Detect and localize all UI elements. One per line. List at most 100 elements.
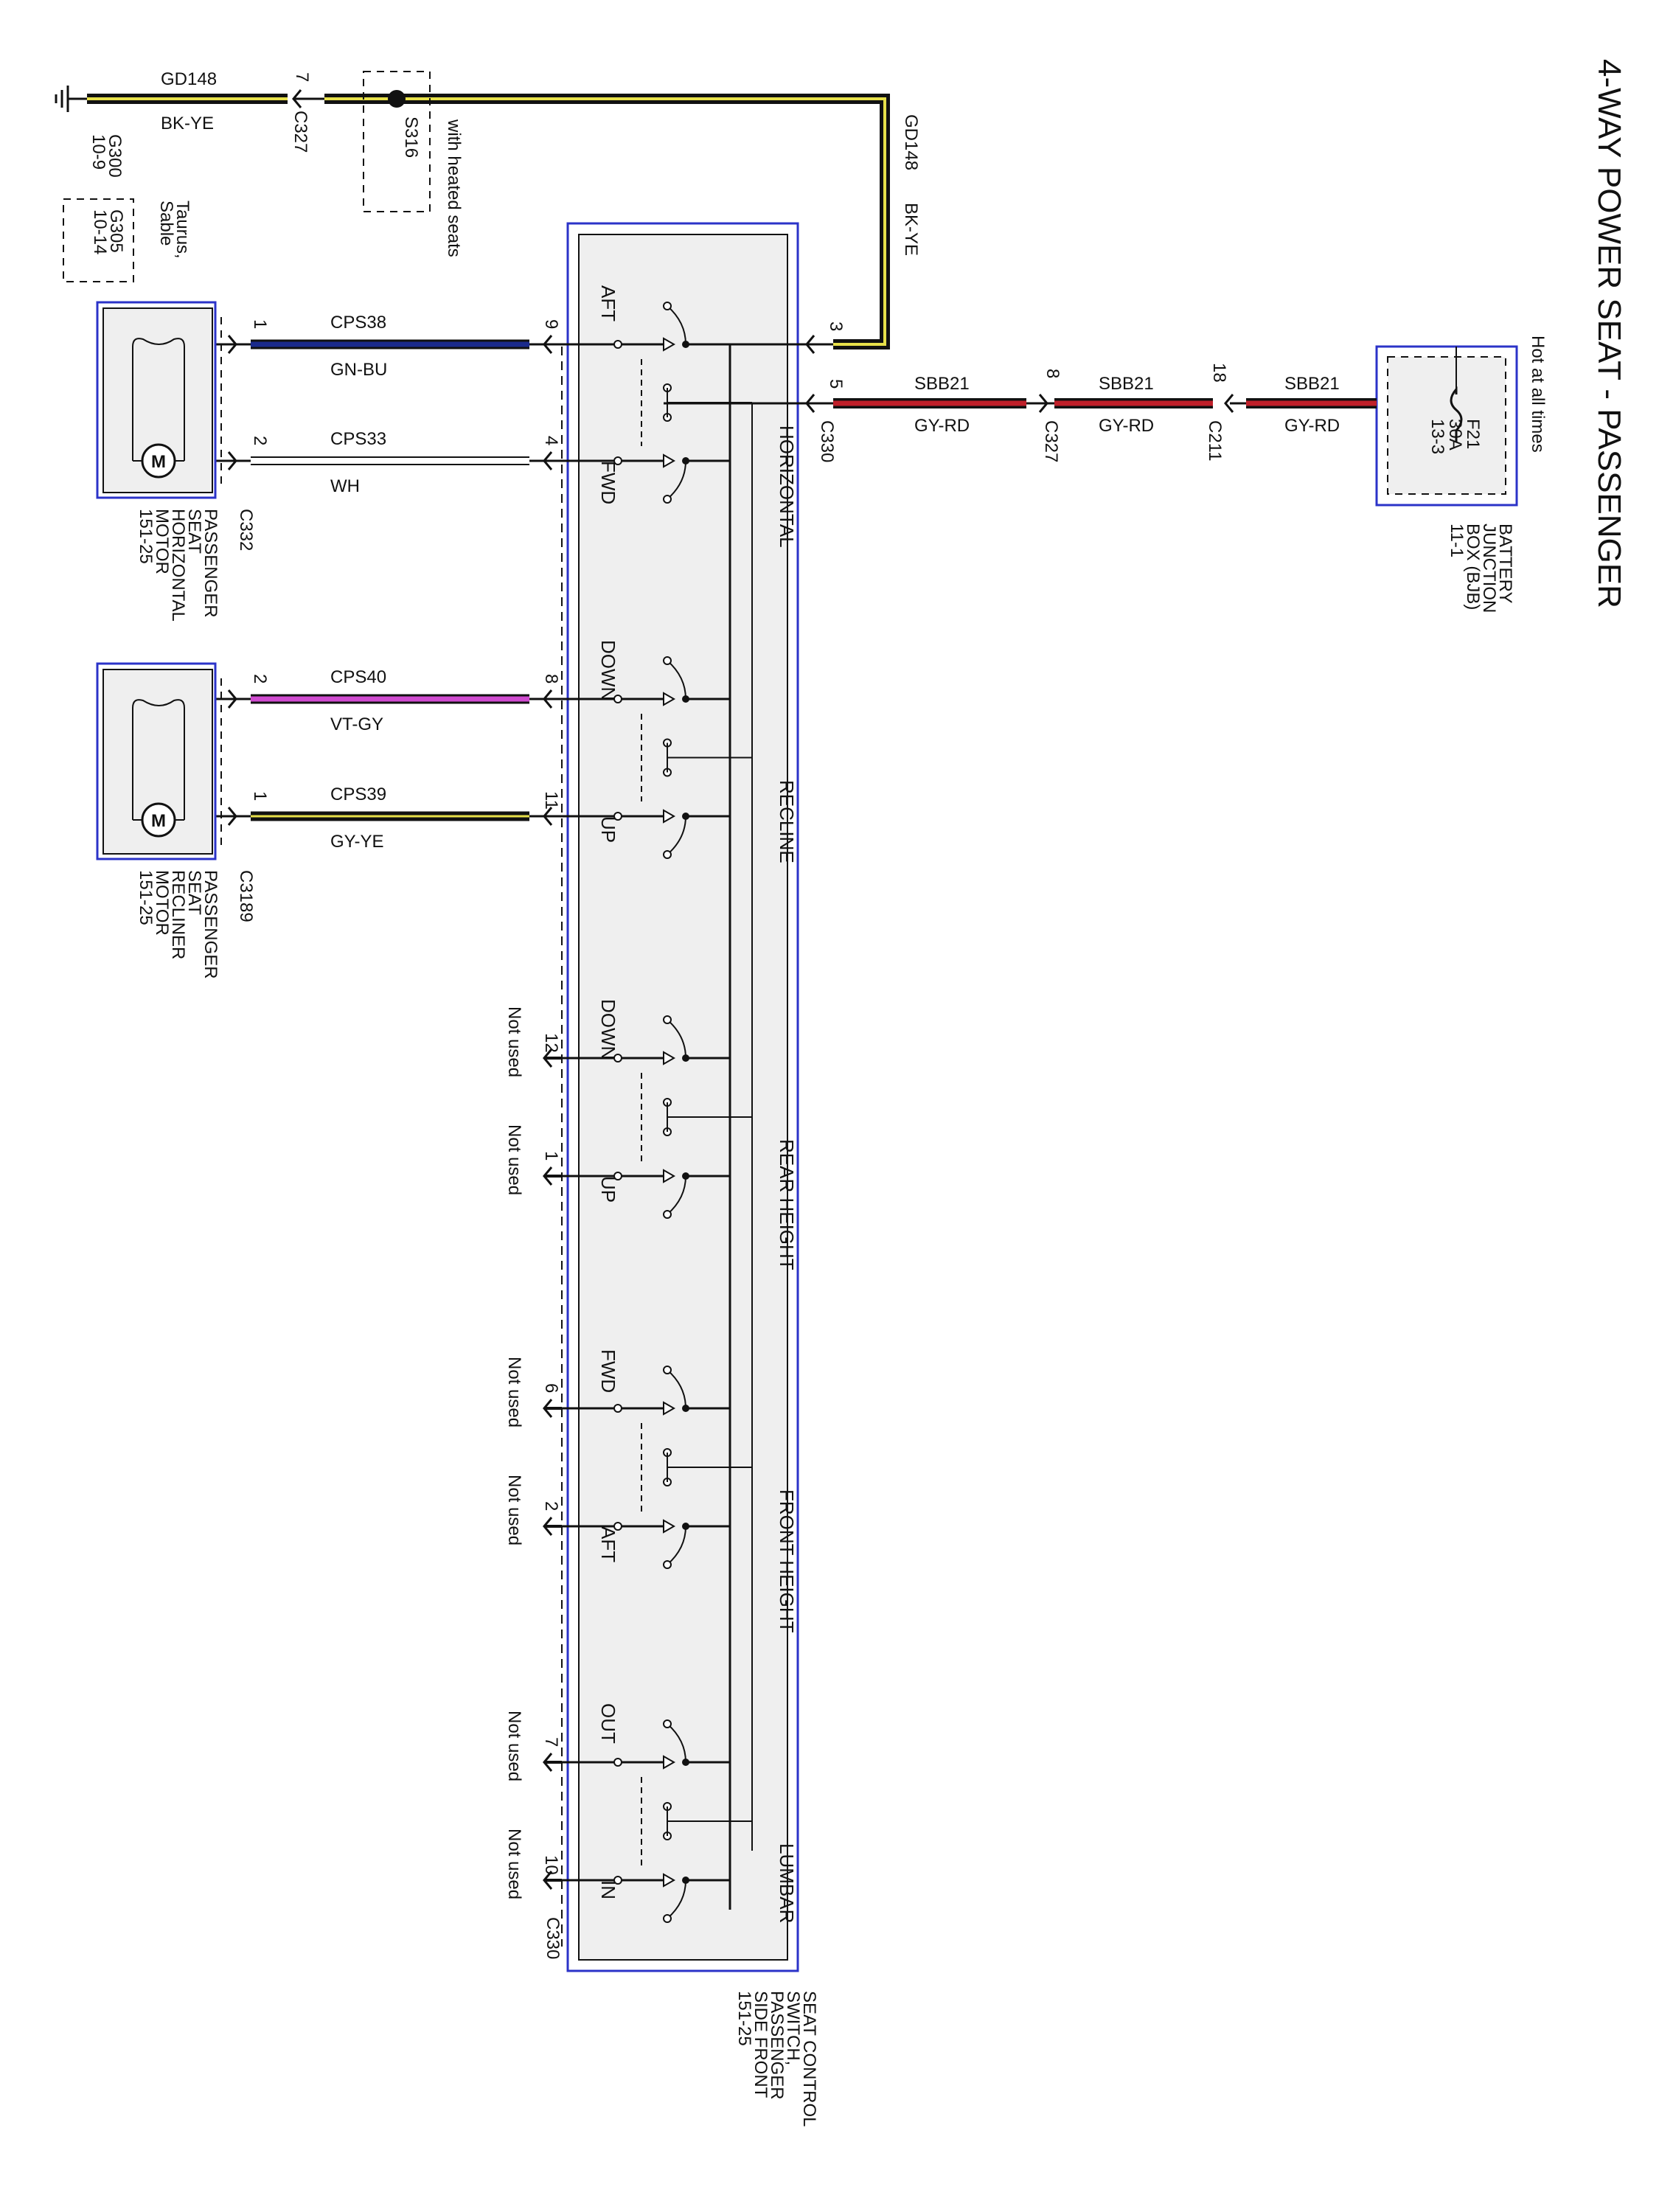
switch-position-a: FWD xyxy=(597,1349,619,1393)
unused-pin-label: Not used xyxy=(504,1829,524,1899)
connector-c327-ground-symbol xyxy=(292,89,324,108)
switch-position-b: AFT xyxy=(597,1526,619,1562)
connector-c211-symbol xyxy=(1224,394,1246,413)
switch-position-a: DOWN xyxy=(597,640,619,700)
recliner-motor: M xyxy=(96,662,222,860)
hot-label: Hot at all times xyxy=(1528,335,1548,453)
wire-switch-pin: 8 xyxy=(541,674,561,684)
ground-circuit-label: GD148 xyxy=(161,69,217,89)
bjb-box xyxy=(1375,345,1518,507)
switch-pole xyxy=(562,1169,730,1219)
hmotor-line-1: PASSENGER xyxy=(201,509,220,618)
wire-switch-pin: 4 xyxy=(541,436,561,445)
switch-position-b: UP xyxy=(597,1176,619,1203)
rmotor-line-3: RECLINER xyxy=(168,870,188,959)
switch-name-3: PASSENGER xyxy=(767,1991,787,2100)
connector-c330-ground-symbol xyxy=(805,335,815,354)
c327-ground-label: C327 xyxy=(291,111,310,153)
fuse-page: 13-3 xyxy=(1427,419,1447,454)
c211-label: C211 xyxy=(1205,420,1225,462)
switch-section-1: HORIZONTAL AFT FWD xyxy=(562,285,798,548)
wire-circuit-label: CPS40 xyxy=(330,667,386,687)
wire-color-label: GN-BU xyxy=(330,360,387,380)
switch-section-name: LUMBAR xyxy=(776,1843,798,1923)
hmotor-page: 151-25 xyxy=(136,509,156,564)
feed-color-2: GY-RD xyxy=(1099,416,1154,436)
bjb-page: 11-1 xyxy=(1447,524,1467,557)
unused-pin-2: 2 Not used xyxy=(504,1475,562,1545)
unused-pin-label: Not used xyxy=(504,1124,524,1195)
feed-color-3: GY-RD xyxy=(1284,416,1340,436)
switch-page: 151-25 xyxy=(734,1991,754,2046)
switch-section-4: FRONT HEIGHT FWD AFT xyxy=(562,1349,798,1633)
switch-pole xyxy=(562,809,730,859)
ground-color-vertical: BK-YE xyxy=(901,203,921,256)
g305-note-2: Sable xyxy=(156,201,176,246)
splice-s316-box xyxy=(363,71,431,212)
g305-label: G305 xyxy=(106,209,126,253)
bjb-inner xyxy=(1387,356,1506,495)
fuse-f21-symbol xyxy=(1450,386,1463,442)
g300-page: 10-9 xyxy=(88,134,108,170)
switch-pole xyxy=(562,1719,730,1770)
unused-pin-number: 1 xyxy=(541,1151,561,1161)
wire-switch-pin: 11 xyxy=(541,791,561,810)
bjb-label-3: BOX (BJB) xyxy=(1463,524,1483,610)
feed-circuit-3: SBB21 xyxy=(1284,374,1340,394)
switch-section-name: FRONT HEIGHT xyxy=(776,1489,798,1633)
fuse-name: F21 xyxy=(1463,419,1483,449)
rmotor-connector: C3189 xyxy=(236,870,256,922)
ground-symbol xyxy=(55,86,87,112)
unused-pin-1: 1 Not used xyxy=(504,1124,562,1195)
unused-pin-label: Not used xyxy=(504,1475,524,1545)
s316-note: with heated seats xyxy=(444,119,464,257)
ground-wire-gd148 xyxy=(87,94,890,349)
wire-motor-pin: 2 xyxy=(250,674,270,684)
g300-label: G300 xyxy=(105,134,125,178)
switch-position-b: FWD xyxy=(597,461,619,504)
c211-pin: 18 xyxy=(1209,363,1229,383)
diagram-title: 4-WAY POWER SEAT - PASSENGER xyxy=(1591,59,1627,608)
g305-box xyxy=(63,198,134,282)
wire-switch-pin: 9 xyxy=(541,319,561,329)
wire-color-label: WH xyxy=(330,476,360,496)
c327-feed-label: C327 xyxy=(1041,420,1061,462)
unused-pin-number: 6 xyxy=(541,1383,561,1393)
wire-color-label: GY-YE xyxy=(330,832,383,852)
g305-note-1: Taurus, xyxy=(173,201,192,259)
switch-position-a: OUT xyxy=(597,1703,619,1744)
c330-feed-pin: 5 xyxy=(826,379,846,389)
switch-position-b: UP xyxy=(597,816,619,843)
rmotor-line-4: MOTOR xyxy=(152,870,172,936)
switch-ground-pin: 3 xyxy=(826,321,846,331)
unused-pin-number: 10 xyxy=(541,1855,561,1875)
motor-wires: CPS38GN-BU91CPS33WH42CPS40VT-GY82CPS39GY… xyxy=(215,313,562,852)
switch-position-a: AFT xyxy=(597,285,619,321)
switch-pole xyxy=(562,1873,730,1923)
unused-pin-number: 12 xyxy=(541,1033,561,1053)
switch-section-name: HORIZONTAL xyxy=(776,425,798,548)
fuse-rating: 30A xyxy=(1445,419,1465,451)
connector-c330-feed-symbol xyxy=(805,394,815,413)
splice-s316-dot xyxy=(388,90,406,108)
switch-name-2: SWITCH, xyxy=(783,1991,803,2065)
c327-ground-pin: 7 xyxy=(292,72,312,82)
unused-pin-label: Not used xyxy=(504,1711,524,1781)
wire-circuit-label: CPS33 xyxy=(330,429,386,449)
unused-pin-number: 2 xyxy=(541,1501,561,1511)
wire-color-label: VT-GY xyxy=(330,714,383,734)
switch-name-1: SEAT CONTROL xyxy=(799,1991,819,2126)
hmotor-line-3: HORIZONTAL xyxy=(168,509,188,622)
hmotor-line-4: MOTOR xyxy=(152,509,172,574)
